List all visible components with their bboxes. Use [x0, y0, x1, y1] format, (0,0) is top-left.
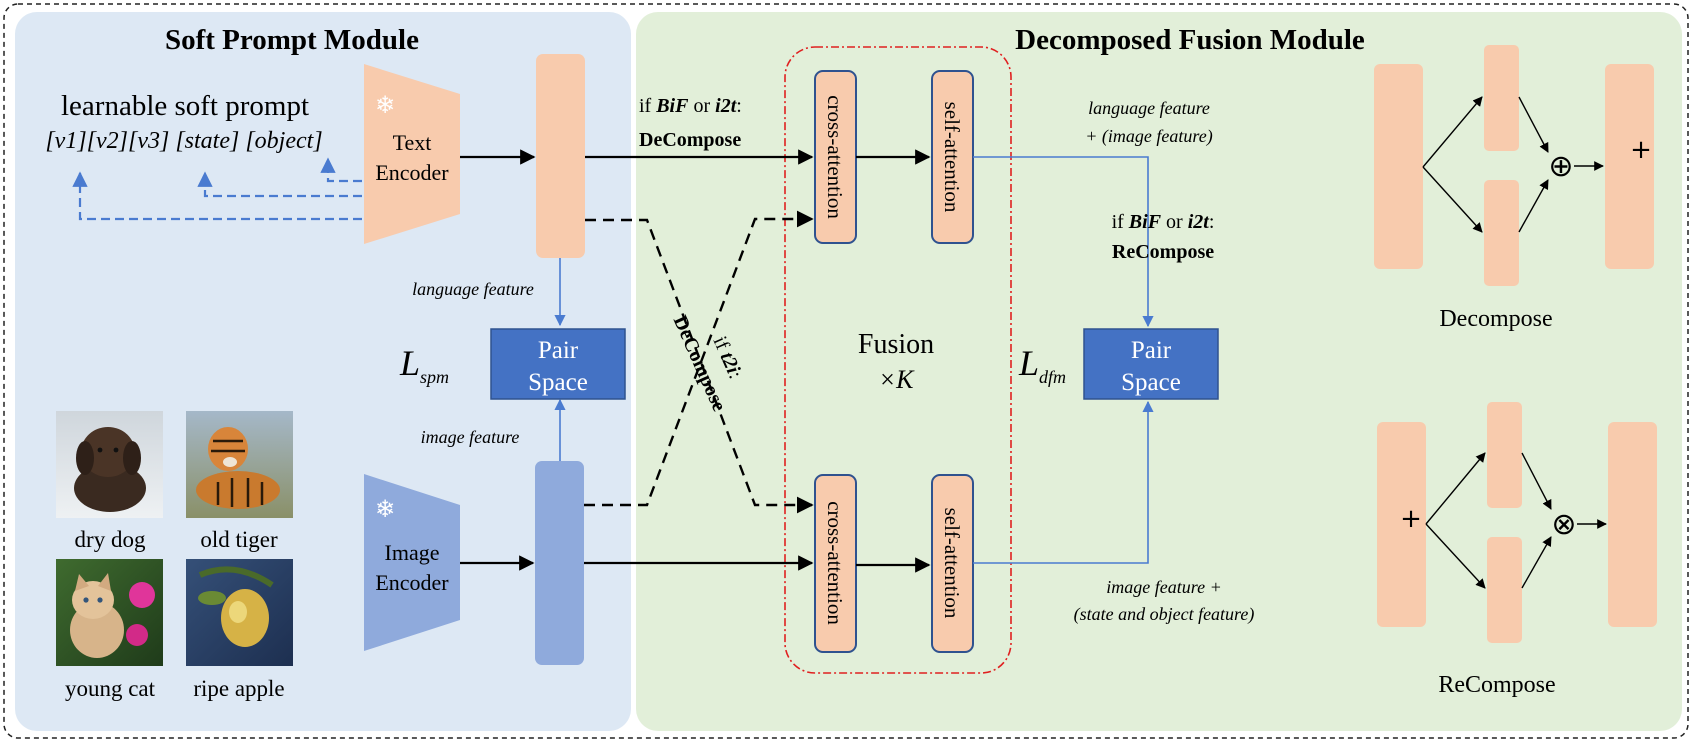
fusion-repeat: ×K — [879, 365, 916, 394]
recompose-split-bar-top — [1487, 402, 1522, 508]
soft-prompt-title: Soft Prompt Module — [165, 24, 419, 56]
fusion-module-title: Decomposed Fusion Module — [1015, 24, 1365, 56]
top-branch-if: if — [639, 95, 656, 117]
top-branch-bif: BiF — [655, 95, 689, 117]
loss-spm-subscript: spm — [420, 367, 449, 387]
image-feature-bar — [535, 461, 584, 665]
self-attention-top-label: self-attention — [940, 102, 964, 213]
recompose-input-bar — [1377, 422, 1426, 627]
prompt-update-arrows — [72, 157, 362, 221]
example-label-young-cat: young cat — [65, 676, 156, 701]
loss-dfm-letter: L — [1018, 343, 1039, 383]
example-image-dry-dog — [56, 411, 163, 518]
recompose-output-bar — [1608, 422, 1657, 627]
top-output-label-2: + (image feature) — [1085, 126, 1212, 147]
top-branch-or: or — [688, 95, 715, 117]
text-encoder — [364, 64, 460, 244]
text-encoder-label-1: Text — [393, 130, 432, 155]
image-feature-label: image feature — [421, 427, 520, 447]
decompose-output-bar — [1605, 64, 1654, 269]
decompose-input-bar — [1374, 64, 1423, 269]
cross-attention-top-label: cross-attention — [823, 95, 847, 219]
decompose-plus-icon: + — [1630, 135, 1652, 165]
prompt-tokens: [v1][v2][v3] [state] [object] — [45, 128, 322, 154]
outer-frame — [3, 3, 1689, 739]
soft-prompt-panel — [15, 12, 631, 731]
image-encoder-label-1: Image — [385, 540, 440, 565]
image-encoder-snowflake-icon: ❄ — [375, 495, 395, 523]
recompose-condition: if BiF or i2t: — [1112, 211, 1215, 233]
top-branch-colon: : — [736, 95, 742, 117]
text-encoder-snowflake-icon: ❄ — [375, 91, 395, 119]
example-label-dry-dog: dry dog — [75, 527, 146, 552]
prompt-title: learnable soft prompt — [61, 90, 309, 122]
language-feature-label: language feature — [412, 279, 534, 299]
fusion-block-border — [784, 46, 1012, 674]
example-image-old-tiger — [186, 411, 293, 518]
pair-space-dfm-label-2: Space — [1121, 369, 1181, 396]
language-feature-bar — [536, 54, 585, 258]
recompose-or: or — [1161, 211, 1188, 233]
decompose-oplus-icon: ⊕ — [1548, 149, 1573, 184]
recompose-operation: ReCompose — [1112, 241, 1214, 263]
recompose-colon: : — [1209, 211, 1215, 233]
recompose-caption: ReCompose — [1438, 672, 1555, 698]
image-to-top-cross-dashed — [584, 210, 814, 507]
decompose-illustration: ⊕ + — [1374, 45, 1654, 286]
example-image-ripe-apple — [186, 559, 293, 666]
pair-space-spm-label-1: Pair — [538, 337, 579, 364]
example-image-young-cat — [56, 559, 163, 666]
text-encoder-label-2: Encoder — [375, 160, 449, 185]
bottom-output-label-2: (state and object feature) — [1074, 604, 1255, 625]
bottom-output-arrow — [973, 400, 1154, 564]
bottom-output-label-1: image feature + — [1106, 577, 1221, 597]
loss-dfm-subscript: dfm — [1039, 367, 1066, 387]
recompose-plus-icon: + — [1400, 504, 1422, 534]
example-label-ripe-apple: ripe apple — [193, 676, 284, 701]
decompose-split-bar-bottom — [1484, 180, 1519, 286]
self-attention-bottom-label: self-attention — [940, 508, 964, 619]
loss-spm: Lspm — [399, 343, 449, 387]
pair-space-spm — [490, 328, 626, 400]
cross-attention-bottom — [814, 474, 857, 653]
loss-spm-letter: L — [399, 343, 420, 383]
recompose-bif: BiF — [1128, 211, 1162, 233]
top-branch-operation: DeCompose — [639, 129, 741, 151]
recompose-if: if — [1112, 211, 1129, 233]
recompose-illustration: ⊗ + — [1377, 402, 1657, 643]
decompose-split-bar-top — [1484, 45, 1519, 151]
image-encoder — [364, 474, 460, 651]
cross-attention-bottom-label: cross-attention — [823, 501, 847, 625]
recompose-otimes-icon: ⊗ — [1551, 507, 1576, 542]
top-branch-i2t: i2t — [715, 95, 738, 117]
recompose-split-bar-bottom — [1487, 537, 1522, 643]
top-branch-condition: if BiF or i2t: — [639, 95, 742, 117]
pair-space-spm-label-2: Space — [528, 369, 588, 396]
example-label-old-tiger: old tiger — [200, 527, 278, 552]
top-output-label-1: language feature — [1088, 98, 1210, 118]
loss-dfm: Ldfm — [1018, 343, 1066, 387]
decompose-caption: Decompose — [1439, 306, 1552, 332]
recompose-i2t: i2t — [1188, 211, 1211, 233]
image-encoder-label-2: Encoder — [375, 570, 449, 595]
pair-space-dfm — [1083, 328, 1219, 400]
top-output-arrow — [973, 156, 1154, 328]
pair-space-dfm-label-1: Pair — [1131, 337, 1172, 364]
fusion-label: Fusion — [858, 329, 934, 360]
